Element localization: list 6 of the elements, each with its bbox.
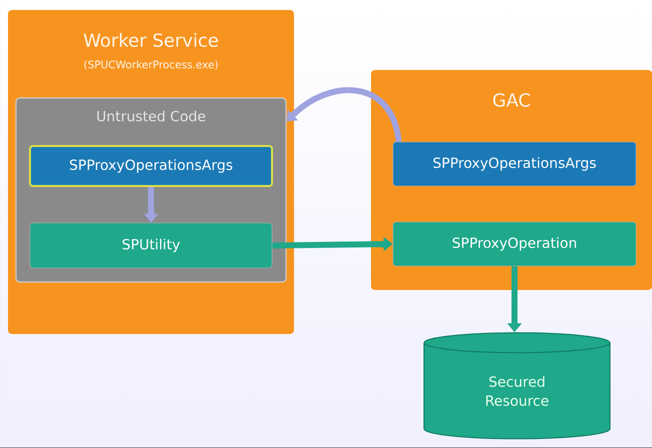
process-box: SPProxyOperationsArgs	[29, 145, 273, 187]
process-box: SPProxyOperation	[392, 222, 636, 266]
process-box: SPUtility	[30, 222, 272, 268]
database-cylinder: Secured Resource	[424, 332, 610, 440]
arrow	[286, 87, 402, 142]
process-box: SPProxyOperationsArgs	[392, 142, 636, 186]
